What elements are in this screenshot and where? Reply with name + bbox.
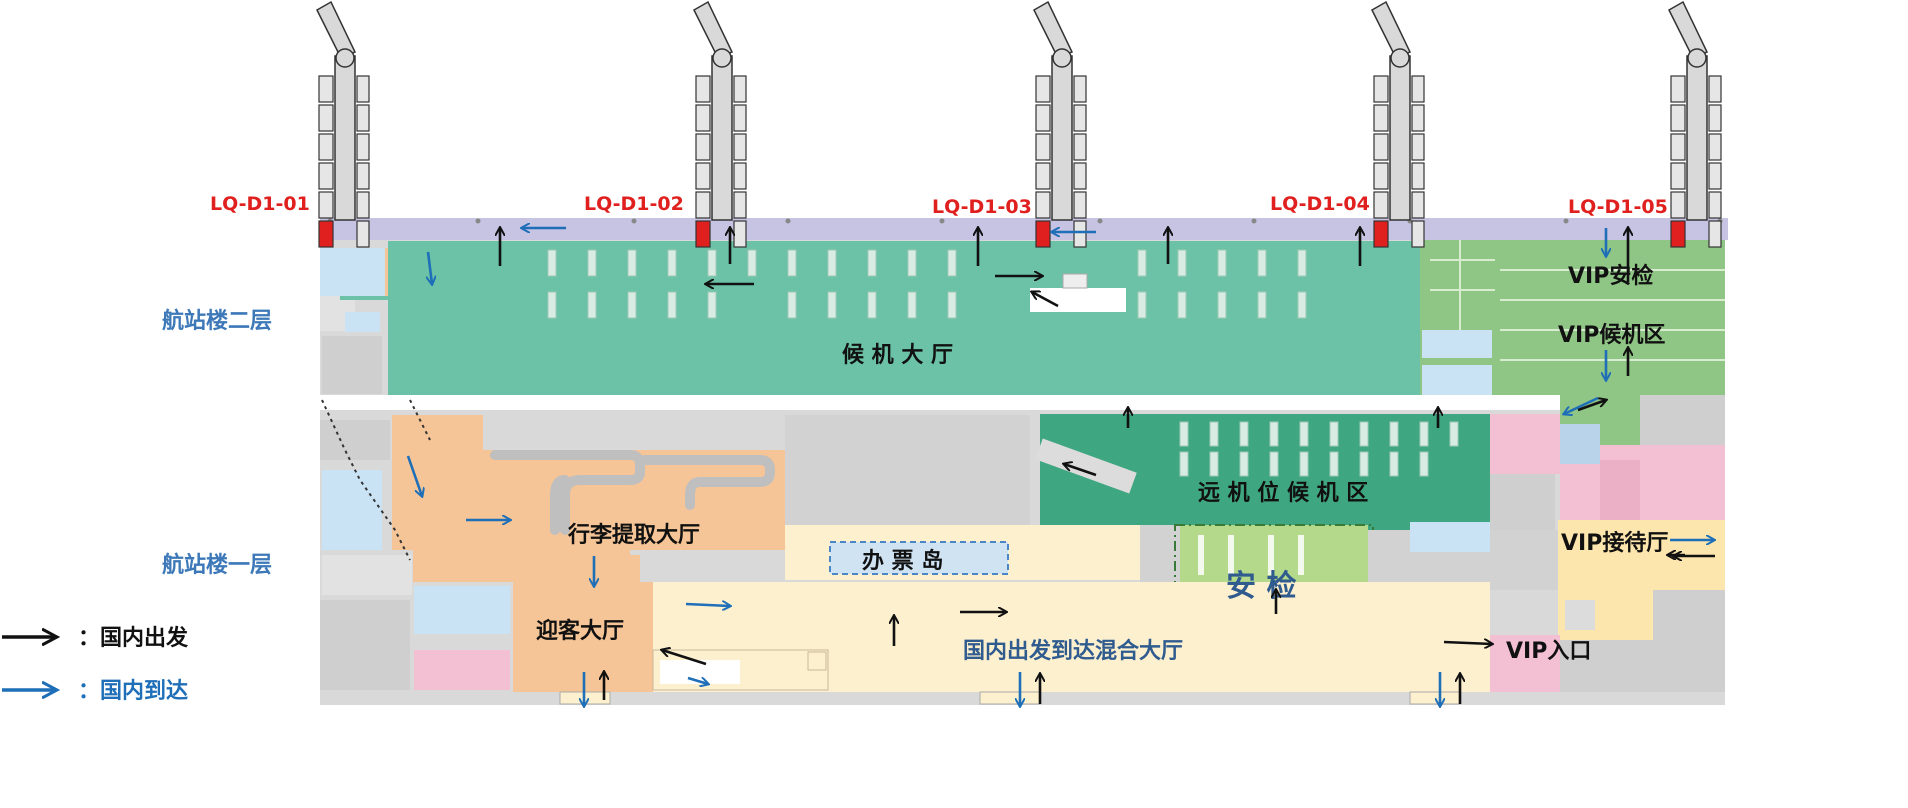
legend-arrival-label: ：国内到达 xyxy=(78,679,188,704)
jet-bridges-layer xyxy=(316,0,1722,248)
gate-label-5: LQ-D1-05 xyxy=(1568,196,1668,218)
arrival-arrow-19 xyxy=(1564,396,1599,414)
zone-label-vip-reception: VIP接待厅 xyxy=(1561,530,1668,556)
remote-seating xyxy=(1179,421,1459,477)
legend-departure-label: ：国内出发 xyxy=(78,625,189,651)
floor-label-upper: 航站楼二层 xyxy=(162,308,272,334)
departure-arrow-24 xyxy=(662,650,707,666)
zone-label-remote-waiting: 远 机 位 候 机 区 xyxy=(1198,480,1368,506)
remote-waiting-area xyxy=(1040,414,1490,535)
ticket-island-box xyxy=(829,541,1009,575)
flow-arrows xyxy=(406,228,1715,706)
zone-label-baggage-claim: 行李提取大厅 xyxy=(567,522,700,548)
jet-bridge-2 xyxy=(693,0,747,248)
seating-rows xyxy=(547,249,1307,319)
arrival-arrow-16 xyxy=(428,251,432,284)
arrival-arrow-31 xyxy=(406,455,422,496)
jet-bridge-5 xyxy=(1668,0,1722,248)
gate-label-3: LQ-D1-03 xyxy=(932,196,1032,218)
departure-arrow-11 xyxy=(1577,400,1606,412)
jet-bridge-1 xyxy=(316,0,370,248)
zone-label-security: 安 检 xyxy=(1226,569,1296,604)
gate-label-4: LQ-D1-04 xyxy=(1270,193,1370,215)
arrival-arrow-34 xyxy=(685,604,730,606)
jet-bridge-4 xyxy=(1371,0,1425,248)
departure-arrow-8 xyxy=(1032,292,1059,308)
gate-label-2: LQ-D1-02 xyxy=(584,193,684,215)
legend: ：国内出发 ：国内到达 xyxy=(2,625,189,704)
jet-bridge-3 xyxy=(1033,0,1087,248)
waiting-hall-area xyxy=(340,241,1420,395)
zone-label-greeting-hall: 迎客大厅 xyxy=(536,618,624,644)
departure-arrow-20 xyxy=(1064,464,1097,477)
zone-label-ticket-island: 办 票 岛 xyxy=(862,548,943,574)
departure-arrow-25 xyxy=(1443,642,1492,644)
zone-label-mixed-hall: 国内出发到达混合大厅 xyxy=(963,638,1183,664)
floor-label-lower: 航站楼一层 xyxy=(162,552,272,578)
arrival-arrow-35 xyxy=(687,676,708,684)
zone-label-vip-waiting: VIP候机区 xyxy=(1558,323,1665,348)
zone-label-vip-entrance: VIP入口 xyxy=(1506,639,1591,664)
gate-label-1: LQ-D1-01 xyxy=(210,193,310,215)
zone-label-vip-security: VIP安检 xyxy=(1568,263,1653,289)
zone-label-waiting-hall: 候 机 大 厅 xyxy=(842,343,953,368)
